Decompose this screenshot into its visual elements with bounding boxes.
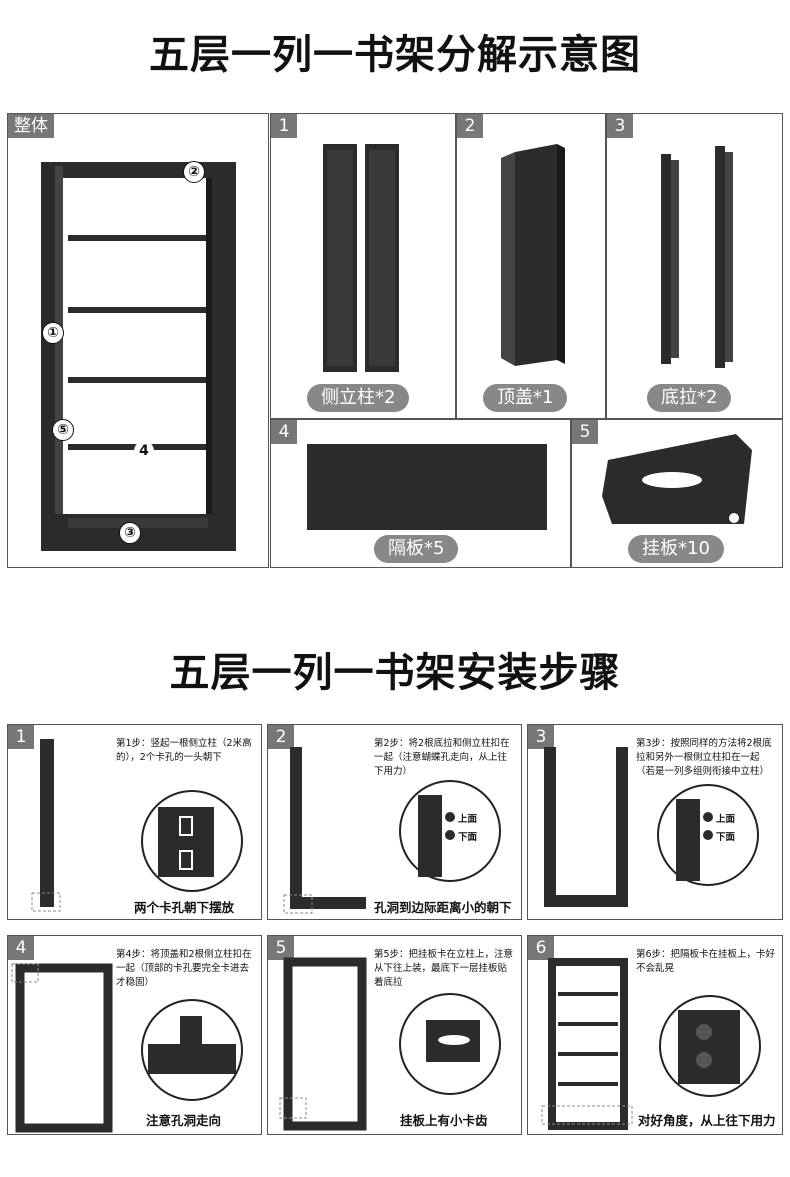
section-title: 五层一列一书架安装步骤 xyxy=(169,650,621,696)
side-post-illustration xyxy=(323,144,399,372)
part-label: 底拉*2 xyxy=(647,384,732,412)
step-instruction: 第6步：把隔板卡在挂板上，卡好不会乱晃 xyxy=(636,949,776,974)
bottom-rail-illustration xyxy=(661,146,733,368)
panel-tag: 4 xyxy=(271,420,297,444)
step-tag: 4 xyxy=(8,936,34,960)
page-title: 五层一列一书架分解示意图 xyxy=(149,32,641,78)
panel-bottom-rail: 3 底拉*2 xyxy=(606,113,783,419)
panel-tag: 1 xyxy=(271,114,297,138)
step-instruction: 第4步：将顶盖和2根侧立柱扣在一起（顶部的卡孔要完全卡进去才稳固） xyxy=(116,949,252,988)
step-tag: 1 xyxy=(8,725,34,749)
panel-whole: 整体 ② ① ⑤ 4 ③ xyxy=(7,113,269,568)
step-caption: 注意孔洞走向 xyxy=(146,1113,222,1128)
part-label: 顶盖*1 xyxy=(483,384,568,412)
step-5-illustration xyxy=(279,957,501,1131)
panel-tag: 3 xyxy=(607,114,633,138)
step-panel-6: 6 第6步：把隔板卡在挂板上，卡好不会乱晃 对好角度，从上往下用力 xyxy=(527,935,783,1135)
marker-top-cover: ② xyxy=(183,161,205,183)
step-panel-2: 2 第2步：将2根底拉和侧立柱扣在一起（注意蝴蝶孔走向，从上往下用力） 上面 下… xyxy=(267,724,522,920)
part-label: 挂板*10 xyxy=(628,535,724,563)
callout-top: 上面 xyxy=(458,814,478,825)
step-caption: 孔洞到边际距离小的朝下 xyxy=(374,900,512,915)
marker-shelf: 4 xyxy=(134,441,154,461)
step-panel-3: 3 第3步：按照同样的方法将2根底拉和另外一根侧立柱扣在一起（若是一列多组则衔接… xyxy=(527,724,783,920)
panel-hanger: 5 挂板*10 xyxy=(571,419,783,568)
step-3-illustration xyxy=(544,747,759,907)
step-panel-4: 4 第4步：将顶盖和2根侧立柱扣在一起（顶部的卡孔要完全卡进去才稳固） 注意孔洞… xyxy=(7,935,262,1135)
panel-tag: 整体 xyxy=(8,114,54,138)
step-1-illustration xyxy=(31,739,243,912)
step-panel-1: 1 第1步：竖起一根侧立柱（2米高的），2个卡孔的一头朝下 两个卡孔朝下摆放 xyxy=(7,724,262,920)
step-4-illustration xyxy=(11,963,243,1133)
step-caption: 对好角度，从上往下用力 xyxy=(638,1113,776,1128)
panel-side-post: 1 侧立柱*2 xyxy=(270,113,456,419)
callout-bottom: 下面 xyxy=(458,832,478,843)
step-panel-5: 5 第5步：把挂板卡在立柱上，注意从下往上装，最底下一层挂板贴着底拉 挂板上有小… xyxy=(267,935,522,1135)
marker-bottom-rail: ③ xyxy=(119,522,141,544)
step-caption: 挂板上有小卡齿 xyxy=(400,1113,488,1128)
panel-tag: 2 xyxy=(457,114,483,138)
panel-top-cover: 2 顶盖*1 xyxy=(456,113,606,419)
step-6-illustration xyxy=(541,958,761,1130)
callout-top: 上面 xyxy=(716,814,736,825)
step-tag: 3 xyxy=(528,725,554,749)
step-tag: 5 xyxy=(268,936,294,960)
top-cover-illustration xyxy=(501,144,565,366)
callout-bottom: 下面 xyxy=(716,832,736,843)
step-caption: 两个卡孔朝下摆放 xyxy=(134,900,235,915)
part-label: 侧立柱*2 xyxy=(307,384,410,412)
step-2-illustration xyxy=(283,747,501,914)
marker-hanger: ⑤ xyxy=(52,419,74,441)
step-instruction: 第2步：将2根底拉和侧立柱扣在一起（注意蝴蝶孔走向，从上往下用力） xyxy=(374,738,510,777)
panel-shelf: 4 隔板*5 xyxy=(270,419,571,568)
panel-tag: 5 xyxy=(572,420,598,444)
shelf-board-illustration xyxy=(307,444,547,530)
step-instruction: 第5步：把挂板卡在立柱上，注意从下往上装，最底下一层挂板贴着底拉 xyxy=(374,949,514,988)
step-instruction: 第1步：竖起一根侧立柱（2米高的），2个卡孔的一头朝下 xyxy=(116,738,252,763)
part-label: 隔板*5 xyxy=(374,535,459,563)
hanger-illustration xyxy=(602,434,752,524)
marker-side-post: ① xyxy=(42,322,64,344)
step-tag: 2 xyxy=(268,725,294,749)
step-tag: 6 xyxy=(528,936,554,960)
step-instruction: 第3步：按照同样的方法将2根底拉和另外一根侧立柱扣在一起（若是一列多组则衔接中立… xyxy=(636,738,772,777)
